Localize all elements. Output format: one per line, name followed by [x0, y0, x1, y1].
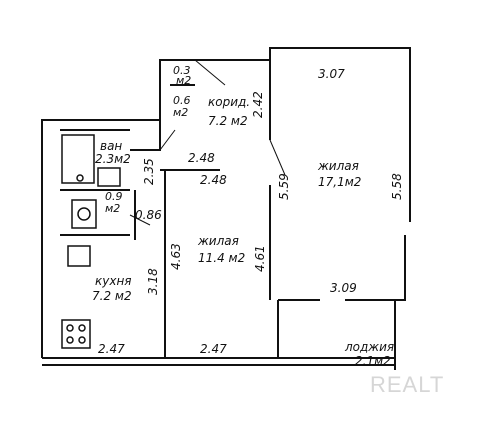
- doors: [129, 59, 286, 226]
- watermark: REALT: [370, 372, 444, 397]
- room-bath-name: ван: [100, 139, 122, 153]
- inner-walls: [60, 59, 395, 358]
- room-kitchen-name: кухня: [95, 274, 132, 288]
- dim-d7: 5.58: [390, 173, 404, 200]
- dim-d9: 4.63: [169, 243, 183, 270]
- dim-d14: 2.47: [200, 342, 227, 356]
- dim-d2: 2.42: [251, 91, 265, 118]
- room-closet-name: 0.6: [173, 94, 191, 107]
- dim-d10: 4.61: [253, 245, 267, 272]
- fixtures: [61, 134, 121, 349]
- dim-d5: 2.35: [142, 158, 156, 185]
- room-closet-area: м2: [173, 106, 188, 119]
- room-toilet-name: 0.9: [105, 190, 123, 203]
- room-living-small-name: жилая: [197, 234, 239, 248]
- dim-d4: 2.48: [200, 173, 227, 187]
- dim-d11: 3.18: [146, 268, 160, 295]
- room-living-small-area: 11.4 м2: [198, 251, 245, 265]
- room-living-large-name: жилая: [317, 159, 359, 173]
- room-kitchen-area: 7.2 м2: [92, 289, 132, 303]
- room-wc-name: 0.3: [173, 64, 191, 77]
- dimension-labels: 3.07 2.42 2.48 2.48 2.35 5.59 5.58 0.86 …: [98, 67, 404, 356]
- dim-d13: 2.47: [98, 342, 125, 356]
- room-corridor-area: 7.2 м2: [208, 114, 248, 128]
- dim-d3: 2.48: [188, 151, 215, 165]
- room-bath-area: 2.3м2: [95, 152, 131, 166]
- room-toilet-area: м2: [105, 202, 120, 215]
- room-loggia-area: 2.1м2: [355, 354, 391, 368]
- room-corridor-name: корид.: [208, 95, 250, 109]
- room-living-large-area: 17,1м2: [318, 175, 361, 189]
- dim-d6: 5.59: [277, 173, 291, 200]
- dim-d8: 0.86: [135, 208, 162, 222]
- room-wc-area: м2: [176, 74, 191, 87]
- room-loggia-name: лоджия: [344, 340, 394, 354]
- dim-d1: 3.07: [318, 67, 345, 81]
- dim-d12: 3.09: [330, 281, 357, 295]
- room-labels: 0.3 м2 0.6 м2 корид. 7.2 м2 ван 2.3м2 0.…: [92, 64, 394, 368]
